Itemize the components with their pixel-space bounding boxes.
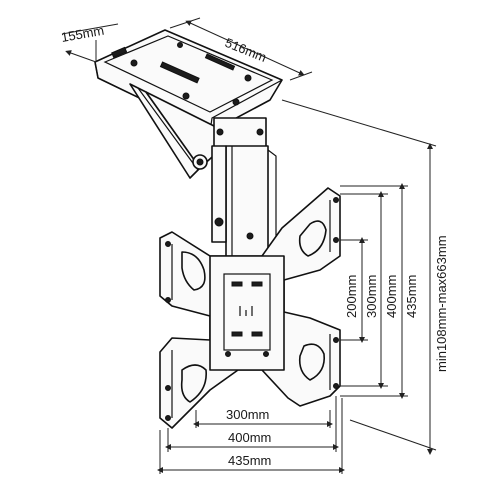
plate-hole (182, 92, 190, 100)
plate-slot (159, 61, 200, 84)
plate-slot (111, 46, 128, 59)
vesa-vertical-300-label: 300mm (364, 275, 379, 318)
vesa-horizontal-300-label: 300mm (226, 407, 269, 422)
vesa-horizontal-400-label: 400mm (228, 430, 271, 445)
plate-hole (177, 42, 183, 48)
vesa-bracket (159, 187, 341, 429)
plate-hole (244, 74, 252, 82)
pole-assembly (129, 83, 277, 259)
bracket-slot (298, 220, 327, 257)
vesa-horizontal-435-label: 435mm (228, 453, 271, 468)
plate-hole (130, 59, 138, 67)
vesa-vertical-400-label: 400mm (384, 275, 399, 318)
dimension-lines (61, 17, 437, 474)
bracket-slot (180, 364, 207, 403)
height-range-label: min108mm-max663mm (434, 235, 449, 372)
vesa-vertical-200-label: 200mm (344, 275, 359, 318)
bracket-slot (298, 343, 326, 381)
plate-hole (232, 98, 240, 106)
bracket-center-plate (209, 255, 285, 371)
vesa-vertical-435-label: 435mm (404, 275, 419, 318)
depth-label: 155mm (60, 23, 105, 45)
bracket-slot (181, 251, 206, 291)
